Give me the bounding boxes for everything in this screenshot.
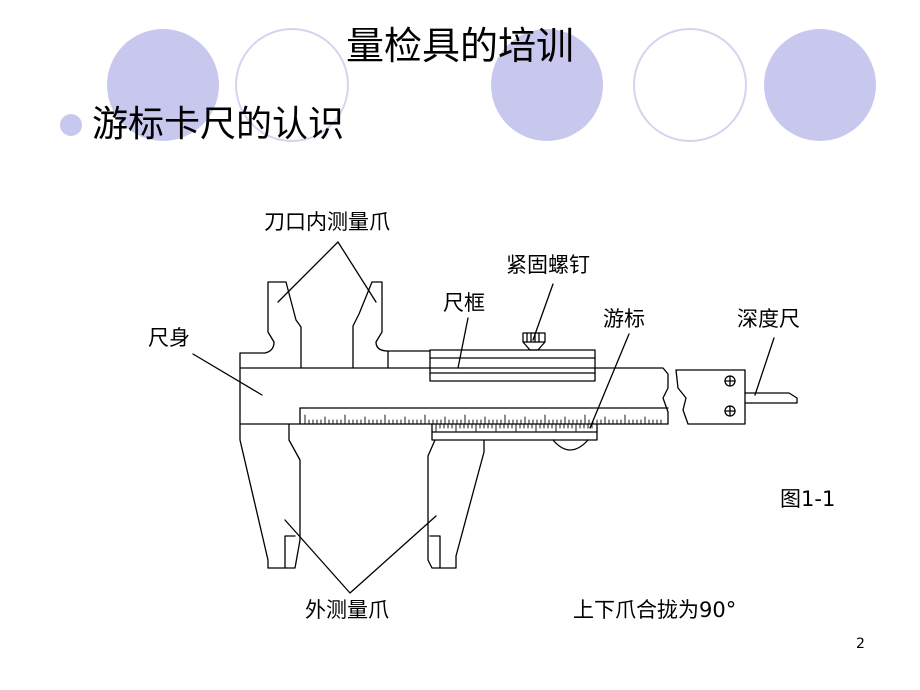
leader-vernier: [589, 333, 630, 429]
label-frame: 尺框: [443, 291, 485, 315]
label-vernier: 游标: [603, 307, 645, 331]
depth-end-block: [675, 369, 746, 425]
deco-ring: [633, 28, 747, 142]
deco-ring: [235, 28, 349, 142]
leader-main-body: [192, 353, 263, 396]
main-beam: [239, 367, 669, 425]
leader-inner-jaws: [277, 241, 377, 303]
fixed-inner-jaw: [267, 281, 302, 369]
lock-screw: [522, 332, 546, 351]
label-outer-jaws: 外测量爪: [305, 598, 389, 622]
movable-outer-jaw: [427, 439, 485, 569]
deco-circle: [491, 29, 603, 141]
leader-depth-rod: [754, 337, 775, 396]
fixed-outer-jaw: [239, 423, 301, 569]
label-inner-jaws: 刀口内测量爪: [264, 210, 390, 234]
body-head: [239, 341, 275, 369]
leader-frame: [457, 317, 469, 369]
thumb-wheel: [552, 439, 589, 451]
label-lock-screw: 紧固螺钉: [506, 253, 590, 277]
deco-circle: [107, 29, 219, 141]
leader-outer-jaws: [284, 515, 437, 594]
leader-lock-screw: [532, 283, 554, 341]
label-note: 上下爪合拢为90°: [573, 598, 737, 622]
depth-rod: [744, 392, 798, 404]
label-depth-rod: 深度尺: [737, 307, 800, 331]
page-number: 2: [856, 636, 865, 652]
label-figure-id: 图1-1: [780, 487, 836, 511]
movable-inner-jaw: [352, 281, 431, 369]
frame-block: [429, 349, 596, 382]
bullet-dot: [60, 114, 82, 136]
label-main-body: 尺身: [148, 326, 190, 350]
scale-ticks: [304, 414, 662, 432]
bullet-text: 游标卡尺的认识: [92, 104, 345, 145]
deco-circle: [764, 29, 876, 141]
slide-title: 量检具的培训: [345, 24, 574, 68]
